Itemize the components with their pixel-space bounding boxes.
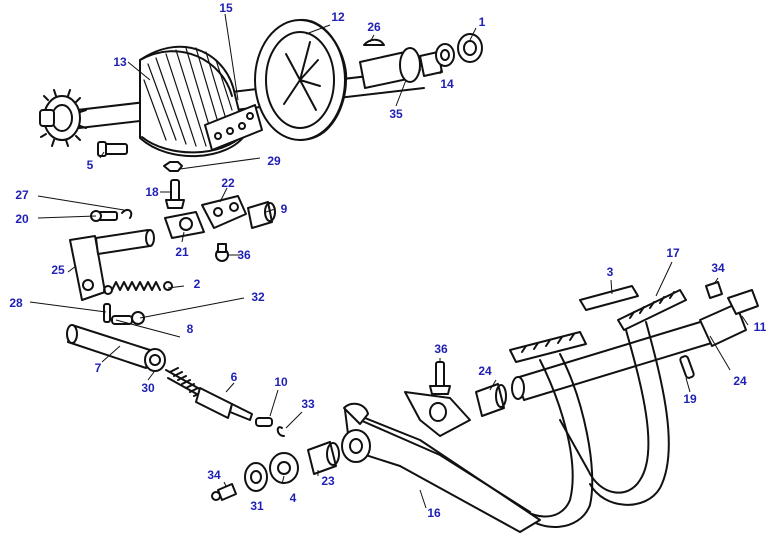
callout-28: 28 bbox=[9, 296, 23, 310]
callout-17: 17 bbox=[666, 246, 680, 260]
callout-19: 19 bbox=[683, 392, 697, 406]
callout-labels: 1 2 3 4 5 6 7 8 9 10 11 12 13 14 15 16 1… bbox=[9, 1, 766, 520]
callout-25: 25 bbox=[51, 263, 65, 277]
callout-14: 14 bbox=[440, 77, 454, 91]
callout-34-left: 34 bbox=[207, 468, 221, 482]
brake-shaft-drawing bbox=[39, 18, 483, 172]
callout-33: 33 bbox=[301, 397, 315, 411]
callout-11: 11 bbox=[754, 320, 767, 334]
callout-24-left: 24 bbox=[478, 364, 492, 378]
callout-13: 13 bbox=[113, 55, 127, 69]
callout-9: 9 bbox=[281, 202, 288, 216]
callout-20: 20 bbox=[15, 212, 29, 226]
callout-5: 5 bbox=[87, 158, 94, 172]
callout-30: 30 bbox=[141, 381, 155, 395]
callout-6: 6 bbox=[231, 370, 238, 384]
callout-31: 31 bbox=[250, 499, 264, 513]
callout-3: 3 bbox=[607, 265, 614, 279]
pedal-assembly-drawing bbox=[341, 281, 759, 533]
callout-8: 8 bbox=[187, 322, 194, 336]
callout-4: 4 bbox=[290, 491, 297, 505]
callout-32: 32 bbox=[251, 290, 265, 304]
callout-29: 29 bbox=[267, 154, 281, 168]
callout-10: 10 bbox=[274, 375, 288, 389]
clamp-and-lever-drawing bbox=[66, 179, 340, 501]
callout-1: 1 bbox=[479, 15, 486, 29]
callout-26: 26 bbox=[367, 20, 381, 34]
callout-16: 16 bbox=[427, 506, 441, 520]
callout-21: 21 bbox=[175, 245, 189, 259]
callout-2: 2 bbox=[194, 277, 201, 291]
callout-34-right: 34 bbox=[711, 261, 725, 275]
callout-15: 15 bbox=[219, 1, 233, 15]
callout-22: 22 bbox=[221, 176, 235, 190]
callout-36-right: 36 bbox=[434, 342, 448, 356]
callout-7: 7 bbox=[95, 361, 102, 375]
callout-24-right: 24 bbox=[733, 374, 747, 388]
leader-lines bbox=[29, 13, 749, 509]
callout-27: 27 bbox=[15, 188, 29, 202]
callout-18: 18 bbox=[145, 185, 159, 199]
callout-36-left: 36 bbox=[237, 248, 251, 262]
callout-12: 12 bbox=[331, 10, 345, 24]
callout-35: 35 bbox=[389, 107, 403, 121]
callout-23: 23 bbox=[321, 474, 335, 488]
